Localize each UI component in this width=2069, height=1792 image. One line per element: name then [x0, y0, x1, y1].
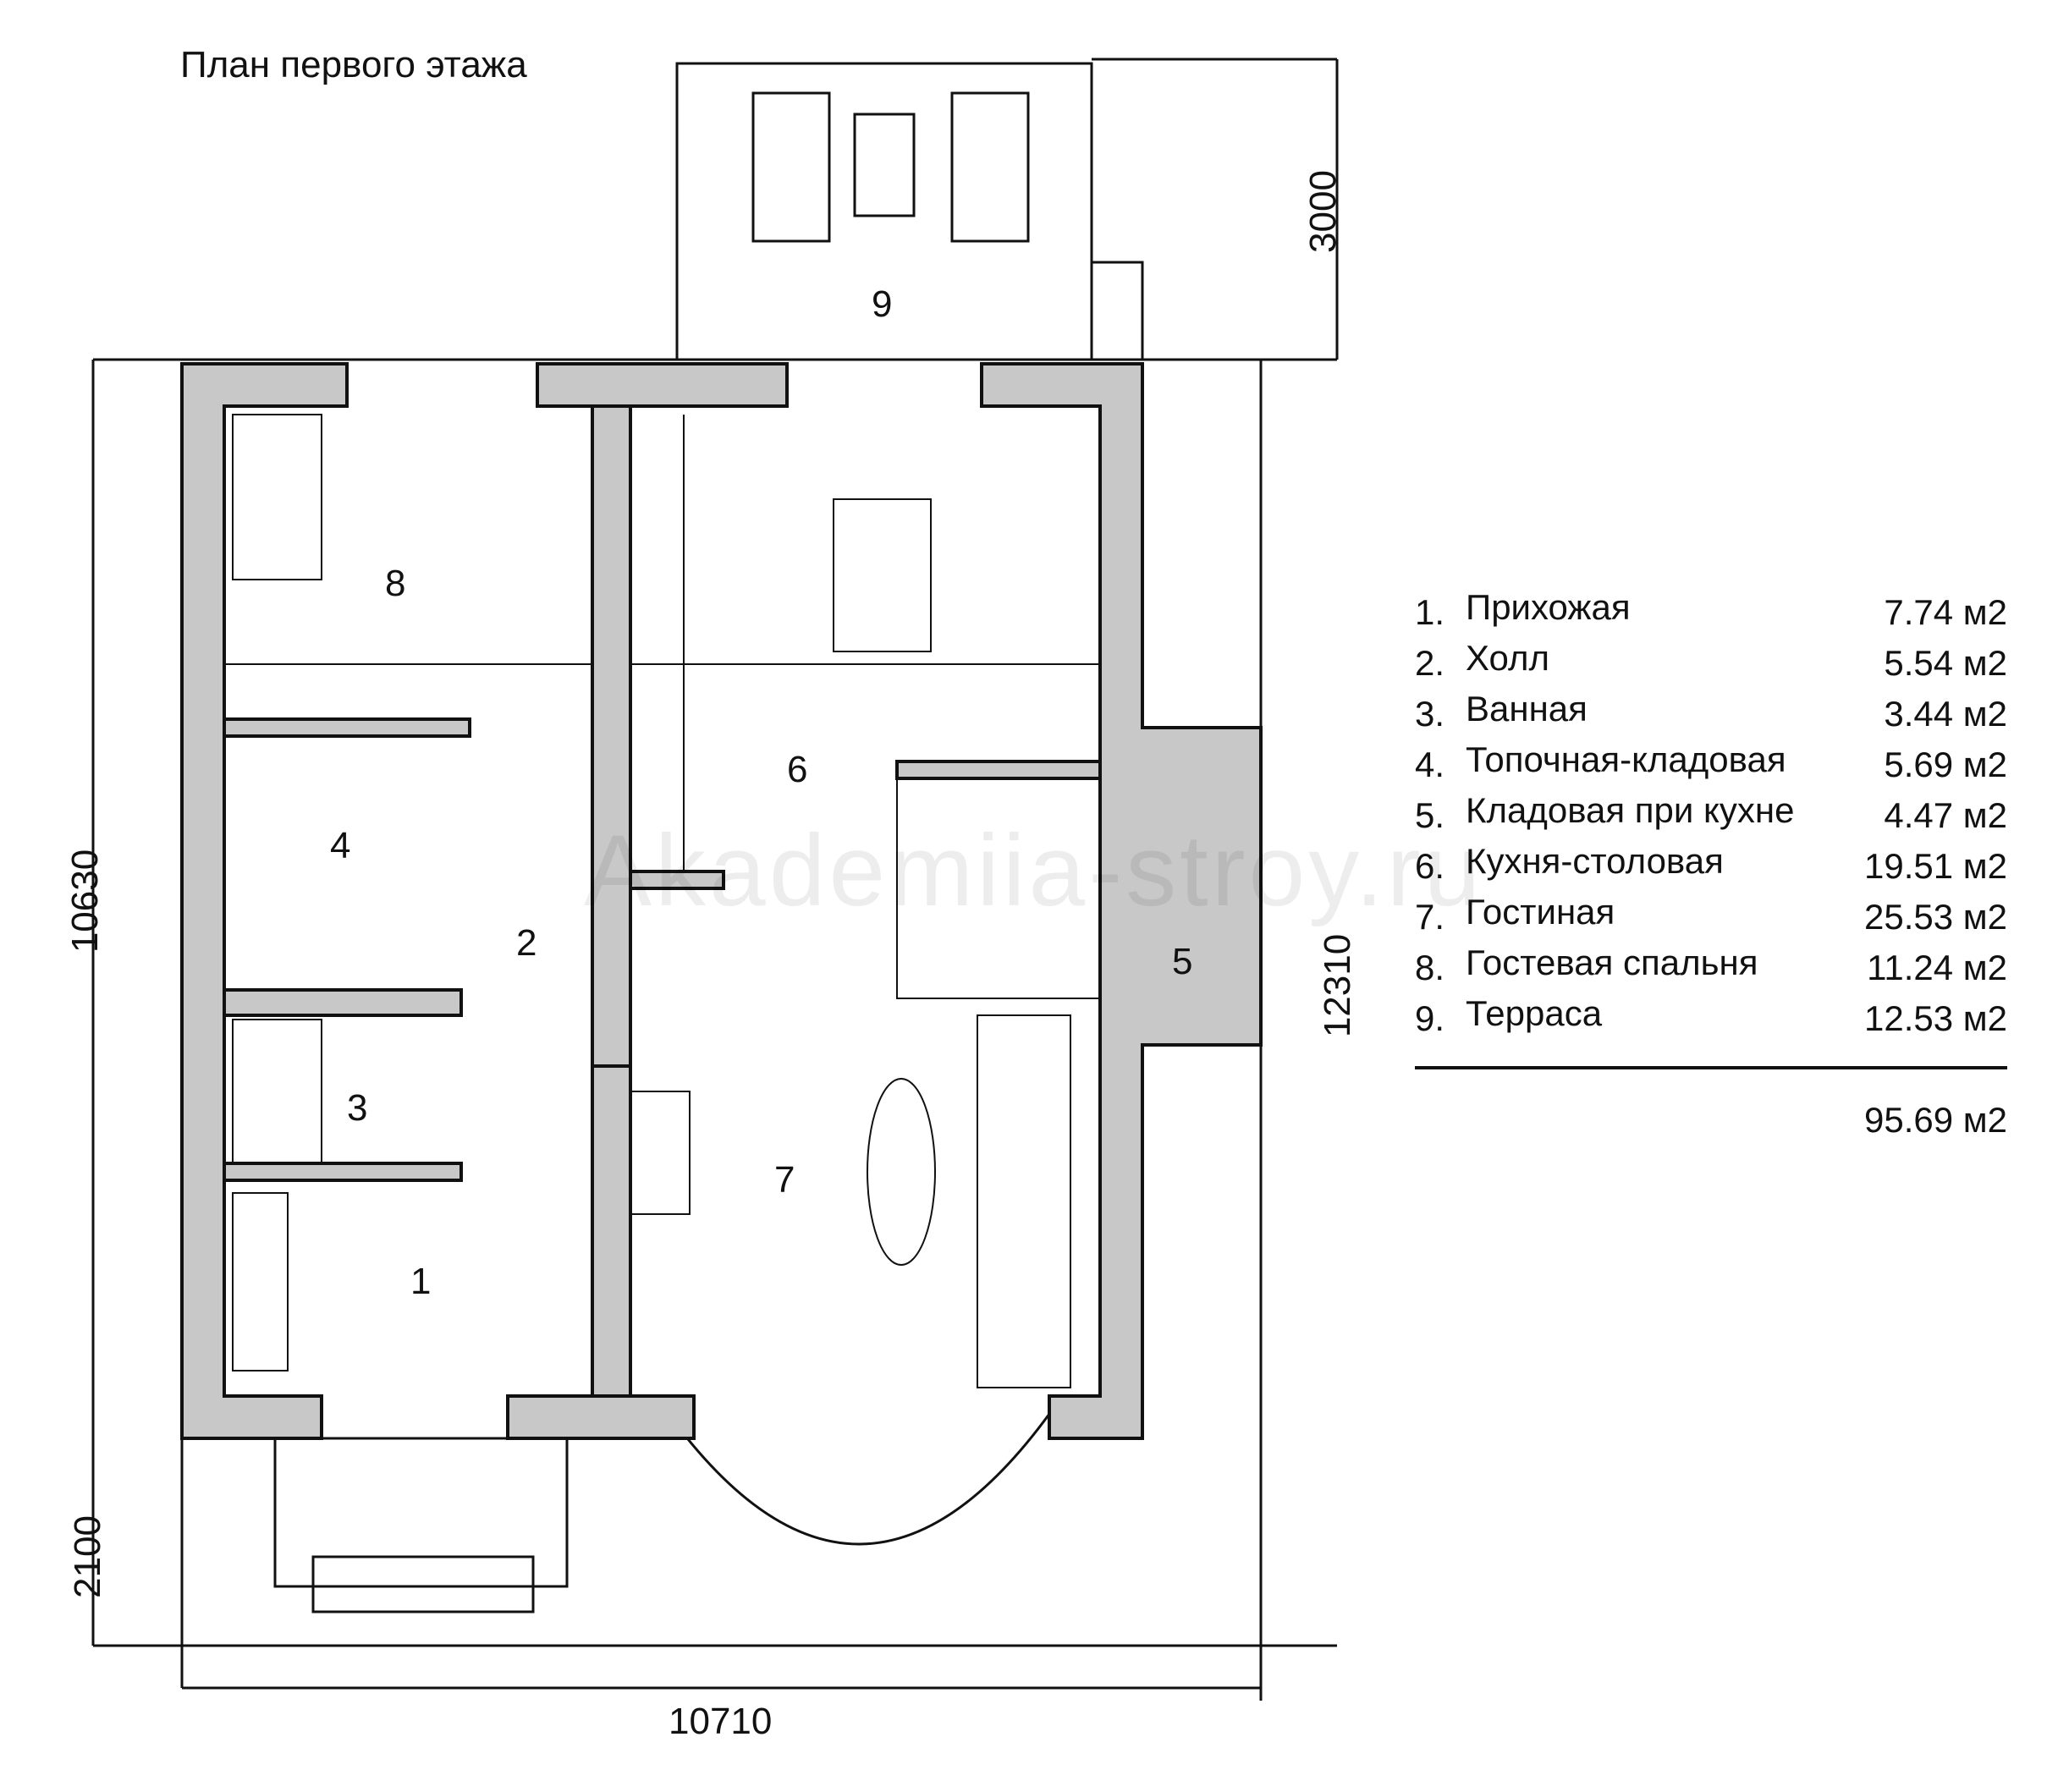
room-label-3: 3 — [347, 1087, 368, 1129]
legend-area: 5.54 м2 — [1884, 643, 2007, 683]
legend-row: 4. Топочная-кладовая 5.69 м2 — [1415, 739, 2007, 795]
legend-area: 11.24 м2 — [1867, 948, 2007, 987]
legend-num: 3. — [1415, 694, 1445, 734]
room-label-5: 5 — [1172, 941, 1193, 982]
room-label-6: 6 — [787, 749, 808, 790]
legend-room: Топочная-кладовая — [1466, 739, 1786, 779]
porch-outline — [273, 1437, 569, 1588]
terrace-sofa-right — [950, 91, 1030, 243]
outer-wall-top-mid — [536, 362, 789, 408]
wall-kitchen-left — [591, 404, 632, 1093]
terrace-outline — [675, 62, 1093, 361]
legend-row: 7. Гостиная 25.53 м2 — [1415, 892, 2007, 948]
plan-title: План первого этажа — [180, 44, 527, 85]
legend-area: 7.74 м2 — [1884, 592, 2007, 632]
legend-area: 5.69 м2 — [1884, 745, 2007, 784]
terrace-sofa-left — [751, 91, 831, 243]
legend-num: 9. — [1415, 998, 1445, 1038]
dim-house-width: 10710 — [669, 1701, 773, 1742]
room-label-4: 4 — [330, 825, 351, 866]
fireplace — [630, 1091, 691, 1215]
legend-row: 3. Ванная 3.44 м2 — [1415, 689, 2007, 745]
wall-kitchen-bottom — [629, 870, 725, 890]
legend-area: 4.47 м2 — [1884, 795, 2007, 835]
terrace-table — [853, 113, 916, 217]
dining-table — [833, 498, 932, 652]
bay-window — [654, 1395, 1064, 1546]
terrace-steps — [1090, 261, 1144, 361]
watermark: Akademiia-stroy.ru — [584, 814, 1484, 927]
legend-divider — [1415, 1066, 2007, 1069]
bed-guest — [232, 414, 322, 580]
legend-num: 7. — [1415, 897, 1445, 937]
wall-utility-top — [223, 717, 471, 738]
legend-room: Ванная — [1466, 689, 1588, 728]
wall-bath-partition — [223, 988, 463, 1017]
coffee-table — [867, 1078, 936, 1266]
legend-room: Прихожая — [1466, 587, 1631, 627]
wardrobe-hall — [232, 1192, 289, 1371]
room-label-2: 2 — [516, 922, 537, 964]
bathtub — [232, 1019, 322, 1181]
legend-row: 9. Терраса 12.53 м2 — [1415, 993, 2007, 1049]
sofa-living — [977, 1014, 1071, 1388]
wall-stair — [895, 760, 1102, 780]
wall-living-left — [591, 1064, 632, 1398]
legend-row: 5. Кладовая при кухне 4.47 м2 — [1415, 790, 2007, 846]
porch-step — [311, 1555, 535, 1613]
legend-num: 4. — [1415, 745, 1445, 784]
wall-bath-bottom — [223, 1162, 463, 1182]
dim-porch-depth: 2100 — [66, 1515, 108, 1598]
legend-num: 1. — [1415, 592, 1445, 632]
room-label-9: 9 — [872, 283, 893, 325]
room-label-8: 8 — [385, 563, 406, 604]
legend-row: 2. Холл 5.54 м2 — [1415, 638, 2007, 694]
legend-room: Гостиная — [1466, 892, 1615, 932]
area-legend: 1. Прихожая 7.74 м2 2. Холл 5.54 м2 3. Ванная… — [1415, 587, 2007, 1140]
room-label-1: 1 — [410, 1261, 432, 1302]
legend-row: 8. Гостевая спальня 11.24 м2 — [1415, 943, 2007, 998]
legend-num: 5. — [1415, 795, 1445, 835]
outer-wall-bottom-mid — [506, 1394, 696, 1440]
legend-room: Холл — [1466, 638, 1549, 678]
legend-num: 2. — [1415, 643, 1445, 683]
dim-house-depth-left: 10630 — [64, 849, 107, 954]
dim-terrace-depth: 3000 — [1301, 170, 1344, 253]
legend-room: Кухня-столовая — [1466, 841, 1724, 881]
legend-room: Гостевая спальня — [1466, 943, 1758, 982]
legend-room: Кладовая при кухне — [1466, 790, 1795, 830]
outer-wall-right — [980, 362, 1263, 1440]
legend-area: 12.53 м2 — [1863, 998, 2007, 1038]
dim-house-depth-right: 12310 — [1317, 933, 1359, 1038]
legend-num: 8. — [1415, 948, 1445, 987]
legend-num: 6. — [1415, 846, 1445, 886]
legend-total-area: 95.69 м2 — [1863, 1100, 2007, 1140]
legend-area: 19.51 м2 — [1863, 846, 2007, 886]
legend-area: 3.44 м2 — [1884, 694, 2007, 734]
legend-row: 1. Прихожая 7.74 м2 — [1415, 587, 2007, 643]
room-label-7: 7 — [774, 1159, 795, 1201]
legend-area: 25.53 м2 — [1863, 897, 2007, 937]
legend-room: Терраса — [1466, 993, 1603, 1033]
legend-row: 6. Кухня-столовая 19.51 м2 — [1415, 841, 2007, 897]
